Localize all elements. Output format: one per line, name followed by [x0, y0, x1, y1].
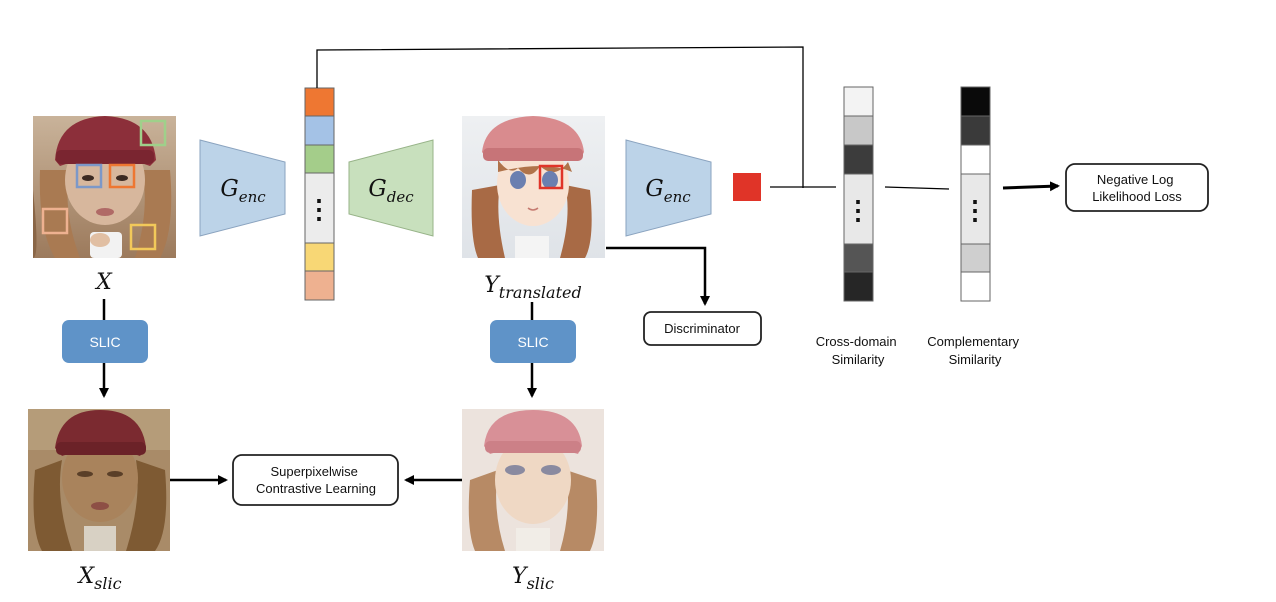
patch-box-green — [139, 119, 167, 147]
arrow-to-nll — [1002, 181, 1060, 192]
cross-domain-ellipsis: ⋮ — [845, 195, 871, 225]
encoder-trapezoid-1 — [199, 139, 286, 237]
y-slic-image — [462, 409, 604, 551]
encoder-label-2: Genc — [645, 176, 691, 206]
complementary-label: Complementary Similarity — [927, 334, 1022, 367]
arrow-to-discriminator — [606, 246, 710, 306]
feature-cell-peach — [304, 270, 335, 301]
patch-box-peach — [41, 207, 69, 235]
patch-box-orange — [108, 163, 136, 189]
slic-label-right: SLIC — [517, 334, 548, 350]
feature-vector: ⋮ — [304, 87, 335, 301]
discriminator-label: Discriminator — [664, 321, 741, 336]
decoder-label: Gdec — [368, 176, 414, 206]
similarity-link-line — [884, 186, 950, 190]
encoder-label-1: Genc — [220, 176, 266, 206]
discriminator-box — [643, 311, 762, 346]
feature-cell-orange — [304, 87, 335, 117]
slic-box-right — [490, 320, 576, 363]
translated-label: Ytranslated — [484, 273, 581, 302]
cross-domain-similarity-vector: ⋮ — [843, 86, 874, 302]
feature-cell-blue — [304, 115, 335, 146]
feature-cell-green — [304, 144, 335, 174]
x-slic-image — [28, 409, 170, 551]
input-image — [33, 116, 176, 258]
feature-ellipsis: ⋮ — [306, 194, 332, 224]
nll-box — [1065, 163, 1209, 212]
nll-label: Negative Log Likelihood Loss — [1092, 172, 1182, 204]
y-slic-label: Yslic — [512, 564, 554, 593]
translated-image — [462, 116, 605, 258]
patch-box-blue — [75, 163, 103, 189]
cross-domain-label: Cross-domain Similarity — [816, 334, 901, 367]
x-slic-label: Xslic — [76, 564, 121, 593]
input-label-x: X — [94, 270, 113, 295]
complementary-similarity-vector: ⋮ — [960, 86, 991, 302]
encoder-trapezoid-2 — [625, 139, 712, 237]
slic-label-left: SLIC — [89, 334, 120, 350]
contrastive-label: Superpixelwise Contrastive Learning — [256, 464, 376, 496]
feature-cell-yellow — [304, 242, 335, 272]
decoder-trapezoid — [348, 139, 434, 237]
patch-box-yellow — [129, 223, 157, 251]
complementary-ellipsis: ⋮ — [962, 195, 988, 225]
contrastive-box — [232, 454, 399, 506]
feature-bank-line — [316, 46, 804, 188]
query-feature-square — [733, 173, 761, 201]
query-patch-box — [538, 164, 564, 190]
slic-box-left — [62, 320, 148, 363]
